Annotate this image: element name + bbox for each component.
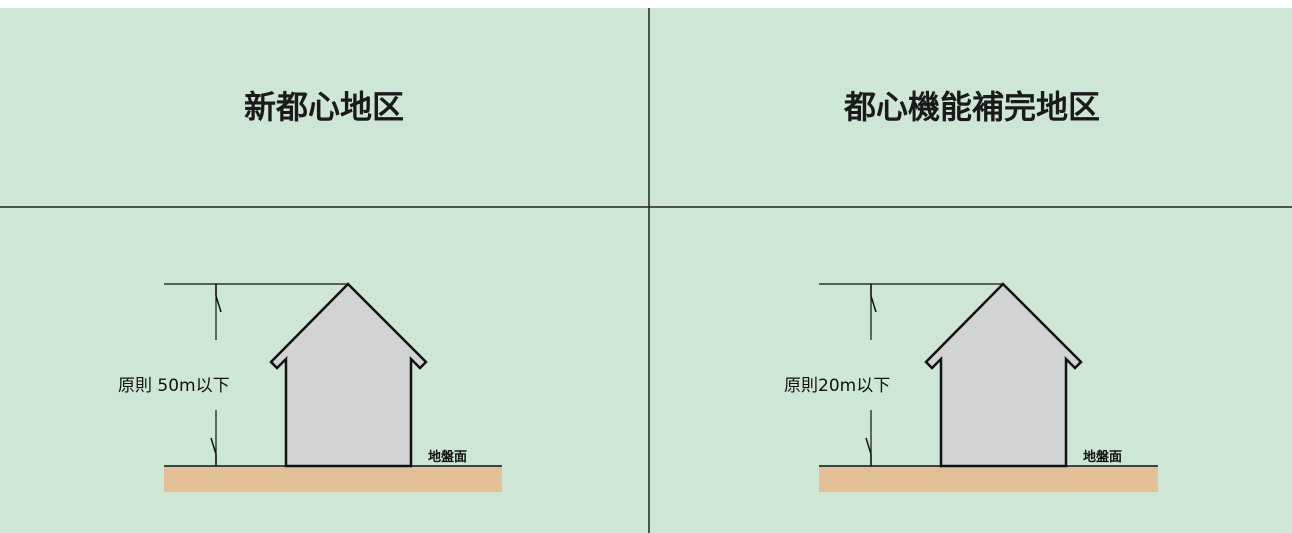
ground-strip-right: [819, 466, 1158, 492]
building-illustration-left: 原則 50m以下 地盤面: [118, 282, 502, 492]
ground-level-label-left: 地盤面: [428, 449, 467, 465]
house-shape-right: [924, 282, 1083, 468]
height-limit-label-right: 原則20m以下: [784, 376, 890, 396]
dimension-arrow-upper-right: [870, 284, 877, 313]
house-shape-left: [269, 282, 428, 468]
dimension-arrow-upper-left: [215, 284, 222, 313]
ground-strip-left: [164, 466, 502, 492]
building-illustration-right: 原則20m以下 地盤面: [784, 282, 1158, 492]
dimension-arrow-lower-right: [865, 437, 872, 466]
diagram-background: [0, 8, 1292, 533]
panel-title-right: 都心機能補完地区: [843, 88, 1100, 126]
dimension-arrow-lower-left: [210, 437, 217, 466]
height-limit-label-left: 原則 50m以下: [118, 376, 230, 396]
panel-title-left: 新都心地区: [244, 88, 404, 126]
ground-level-label-right: 地盤面: [1083, 449, 1122, 465]
